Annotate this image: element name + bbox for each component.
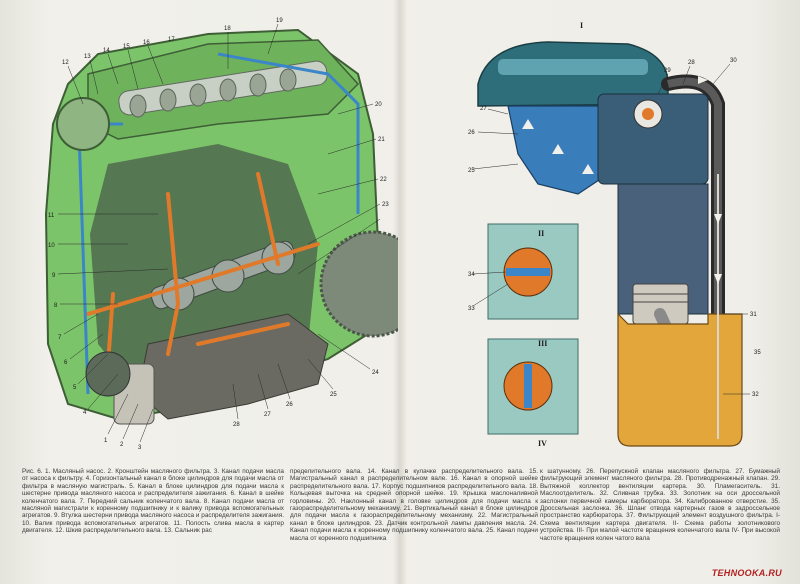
- callout-14: 14: [103, 48, 110, 54]
- callout-r-32: 32: [752, 392, 759, 398]
- callout-r-29: 29: [664, 68, 671, 74]
- detail-label-IV: IV: [538, 439, 547, 448]
- callout-r-34: 34: [468, 272, 475, 278]
- detail-label-II: II: [538, 229, 544, 238]
- callout-13: 13: [84, 54, 91, 60]
- callout-5: 5: [73, 385, 77, 391]
- caption-column-3: к шатунному. 26. Перепускной клапан масл…: [540, 468, 780, 542]
- callout-6: 6: [64, 360, 68, 366]
- page-fold: [393, 0, 407, 584]
- callout-23: 23: [382, 202, 389, 208]
- oil-channels: [86, 172, 320, 366]
- callout-1: 1: [104, 438, 108, 444]
- callout-r-30: 30: [730, 58, 737, 64]
- caption-column-2: пределительного вала. 14. Канал в кулачк…: [290, 468, 538, 542]
- callout-2: 2: [120, 442, 124, 448]
- crank-pulley: [85, 351, 131, 397]
- callout-8: 8: [54, 303, 58, 309]
- callout-19: 19: [276, 18, 283, 24]
- callout-r-26: 26: [468, 130, 475, 136]
- callout-18: 18: [224, 26, 231, 32]
- callout-24: 24: [372, 370, 379, 376]
- callout-22: 22: [380, 177, 387, 183]
- callout-10: 10: [48, 243, 55, 249]
- callout-lines-right: [472, 63, 750, 395]
- callout-11: 11: [48, 213, 55, 219]
- callout-9: 9: [52, 273, 56, 279]
- callout-4: 4: [83, 410, 87, 416]
- callout-20: 20: [375, 102, 382, 108]
- site-watermark: TEHNOOKA.RU: [711, 568, 782, 578]
- cam-lobes: [129, 68, 297, 118]
- callout-25: 25: [330, 392, 337, 398]
- callout-r-27: 27: [480, 106, 487, 112]
- callout-r-33: 33: [468, 306, 475, 312]
- callout-labels-right: 25 26 27 28 29 30 31 32 33 34 35: [468, 58, 761, 398]
- flywheel: [319, 230, 398, 338]
- callout-26: 26: [286, 402, 293, 408]
- callout-12: 12: [62, 60, 69, 66]
- callout-3: 3: [138, 445, 142, 451]
- callout-lines: [57, 23, 381, 443]
- caption-column-1: Рис. 6. 1. Масляный насос. 2. Кронштейн …: [22, 468, 284, 535]
- callout-labels: 1 2 3 4 5 6 7 8 9 10 11 12 13 14 15 16 1…: [48, 18, 389, 451]
- callout-17: 17: [168, 37, 175, 43]
- figure-label-I: I: [580, 21, 583, 30]
- callout-27: 27: [264, 412, 271, 418]
- callout-r-25: 25: [468, 168, 475, 174]
- callout-15: 15: [123, 44, 130, 50]
- crankcase-ventilation-scheme: I II III IV: [468, 21, 761, 448]
- callout-7: 7: [58, 335, 62, 341]
- engine-cutaway-illustration: 1 2 3 4 5 6 7 8 9 10 11 12 13 14 15 16 1…: [44, 18, 398, 451]
- air-filter-element: [498, 59, 648, 75]
- callout-21: 21: [378, 137, 385, 143]
- oil-sump: [617, 312, 743, 447]
- callout-16: 16: [143, 40, 150, 46]
- callout-r-28: 28: [688, 60, 695, 66]
- callout-r-31: 31: [750, 312, 757, 318]
- callout-r-35: 35: [754, 350, 761, 356]
- camshaft-pulley: [56, 97, 110, 151]
- detail-label-III: III: [538, 339, 547, 348]
- flow-arrows: [522, 76, 722, 284]
- callout-28: 28: [233, 422, 240, 428]
